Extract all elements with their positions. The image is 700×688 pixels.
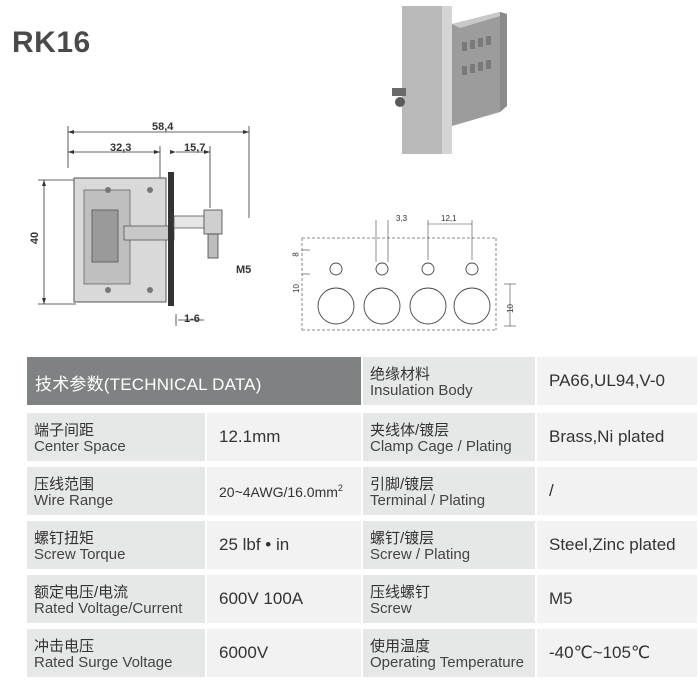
- spec-value: Steel,Zinc plated: [549, 535, 676, 554]
- spec-label-cell: 夹线体/镀层 Clamp Cage / Plating: [363, 413, 535, 461]
- spec-label-cell: 压线螺钉 Screw: [363, 575, 535, 623]
- dim-right-label: 15,7: [184, 142, 206, 154]
- spec-label-cell: 螺钉扭矩 Screw Torque: [27, 521, 205, 569]
- dim-pitch-label: 12,1: [441, 214, 457, 223]
- spec-label-zh: 压线范围: [34, 476, 95, 493]
- dim-overall-label: 58,4: [152, 121, 174, 133]
- spec-value-cell: Steel,Zinc plated: [537, 521, 697, 569]
- spec-value: Brass,Ni plated: [549, 427, 665, 446]
- spec-label-zh: 绝缘材料: [370, 366, 431, 383]
- dim-screw-label: M5: [236, 264, 252, 276]
- product-photo: [392, 6, 612, 154]
- dim-height-label: 40: [29, 231, 42, 245]
- spec-value-cell: 25 lbf • in: [207, 521, 361, 569]
- spec-value-cell: 6000V: [207, 629, 361, 677]
- dim-v8-label: 8: [291, 252, 301, 257]
- spec-value: /: [549, 481, 554, 500]
- spec-label-en: Insulation Body: [370, 382, 473, 399]
- dim-v10-left-label: 10: [291, 284, 301, 293]
- spec-value-cell: /: [537, 467, 697, 515]
- dim-left-label: 32,3: [110, 142, 132, 154]
- spec-label-zh: 冲击电压: [34, 638, 95, 655]
- table-row: 端子间距 Center Space 12.1mm 夹线体/镀层 Clamp Ca…: [27, 413, 697, 461]
- spec-label-zh: 引脚/镀层: [370, 476, 435, 493]
- spec-value: 20~4AWG/16.0mm2: [219, 483, 343, 500]
- table-row: 压线范围 Wire Range 20~4AWG/16.0mm2 引脚/镀层 Te…: [27, 467, 697, 515]
- table-header: 技术参数(TECHNICAL DATA): [27, 357, 361, 405]
- spec-label-zh: 使用温度: [370, 638, 431, 655]
- spec-label-en: Center Space: [34, 438, 126, 455]
- spec-value: 6000V: [219, 643, 269, 662]
- table-row: 螺钉扭矩 Screw Torque 25 lbf • in 螺钉/镀层 Scre…: [27, 521, 697, 569]
- spec-label-zh: 夹线体/镀层: [370, 422, 450, 439]
- spec-label-en: Rated Surge Voltage: [34, 654, 173, 671]
- spec-label-en: Screw Torque: [34, 546, 126, 563]
- spec-value-cell: M5: [537, 575, 697, 623]
- spec-label-cell: 冲击电压 Rated Surge Voltage: [27, 629, 205, 677]
- dim-panel-label: 1-6: [184, 313, 200, 325]
- table-row: 冲击电压 Rated Surge Voltage 6000V 使用温度 Oper…: [27, 629, 697, 677]
- spec-label-zh: 端子间距: [34, 422, 95, 439]
- spec-label-zh: 额定电压/电流: [34, 584, 129, 601]
- spec-label-cell: 引脚/镀层 Terminal / Plating: [363, 467, 535, 515]
- spec-value: 600V 100A: [219, 589, 304, 608]
- spec-value-cell: 20~4AWG/16.0mm2: [207, 467, 361, 515]
- spec-label-zh: 螺钉扭矩: [34, 530, 95, 547]
- spec-value-main: 20~4AWG/16.0mm: [219, 484, 338, 500]
- spec-value: M5: [549, 589, 573, 608]
- spec-label-en: Screw: [370, 600, 412, 617]
- spec-label-en: Screw / Plating: [370, 546, 471, 563]
- dim-pitch-small-label: 3,3: [396, 214, 408, 223]
- spec-label-en: Rated Voltage/Current: [34, 600, 183, 617]
- spec-label-en: Wire Range: [34, 492, 114, 509]
- spec-value-superscript: 2: [337, 483, 343, 493]
- dim-v10-right-label: 10: [505, 304, 515, 313]
- spec-label-cell: 端子间距 Center Space: [27, 413, 205, 461]
- product-title: RK16: [12, 26, 91, 59]
- table-row: 额定电压/电流 Rated Voltage/Current 600V 100A …: [27, 575, 697, 623]
- spec-label-cell: 使用温度 Operating Temperature: [363, 629, 535, 677]
- spec-value-cell: PA66,UL94,V-0: [537, 357, 697, 405]
- spec-label-en: Terminal / Plating: [370, 492, 486, 509]
- spec-value: PA66,UL94,V-0: [549, 371, 665, 390]
- spec-value-cell: Brass,Ni plated: [537, 413, 697, 461]
- spec-label-zh: 压线螺钉: [370, 584, 431, 601]
- table-header-label: 技术参数(TECHNICAL DATA): [35, 375, 262, 394]
- spec-label-en: Operating Temperature: [370, 654, 524, 671]
- spec-value-cell: 600V 100A: [207, 575, 361, 623]
- spec-label-cell: 额定电压/电流 Rated Voltage/Current: [27, 575, 205, 623]
- spec-label-cell: 压线范围 Wire Range: [27, 467, 205, 515]
- spec-value-cell: -40℃~105℃: [537, 629, 697, 677]
- side-dimension-drawing: [38, 126, 250, 326]
- spec-value-cell: 12.1mm: [207, 413, 361, 461]
- spec-label-zh: 螺钉/镀层: [370, 530, 435, 547]
- technical-data-table: 技术参数(TECHNICAL DATA) 绝缘材料 Insulation Bod…: [27, 357, 697, 685]
- spec-label-cell: 螺钉/镀层 Screw / Plating: [363, 521, 535, 569]
- table-header-row: 技术参数(TECHNICAL DATA) 绝缘材料 Insulation Bod…: [27, 357, 697, 405]
- spec-label-cell: 绝缘材料 Insulation Body: [363, 357, 535, 405]
- spec-label-en: Clamp Cage / Plating: [370, 438, 512, 455]
- hole-pattern-drawing: [301, 220, 516, 331]
- spec-value: -40℃~105℃: [549, 643, 651, 662]
- spec-value: 25 lbf • in: [219, 535, 290, 554]
- spec-value: 12.1mm: [219, 427, 281, 446]
